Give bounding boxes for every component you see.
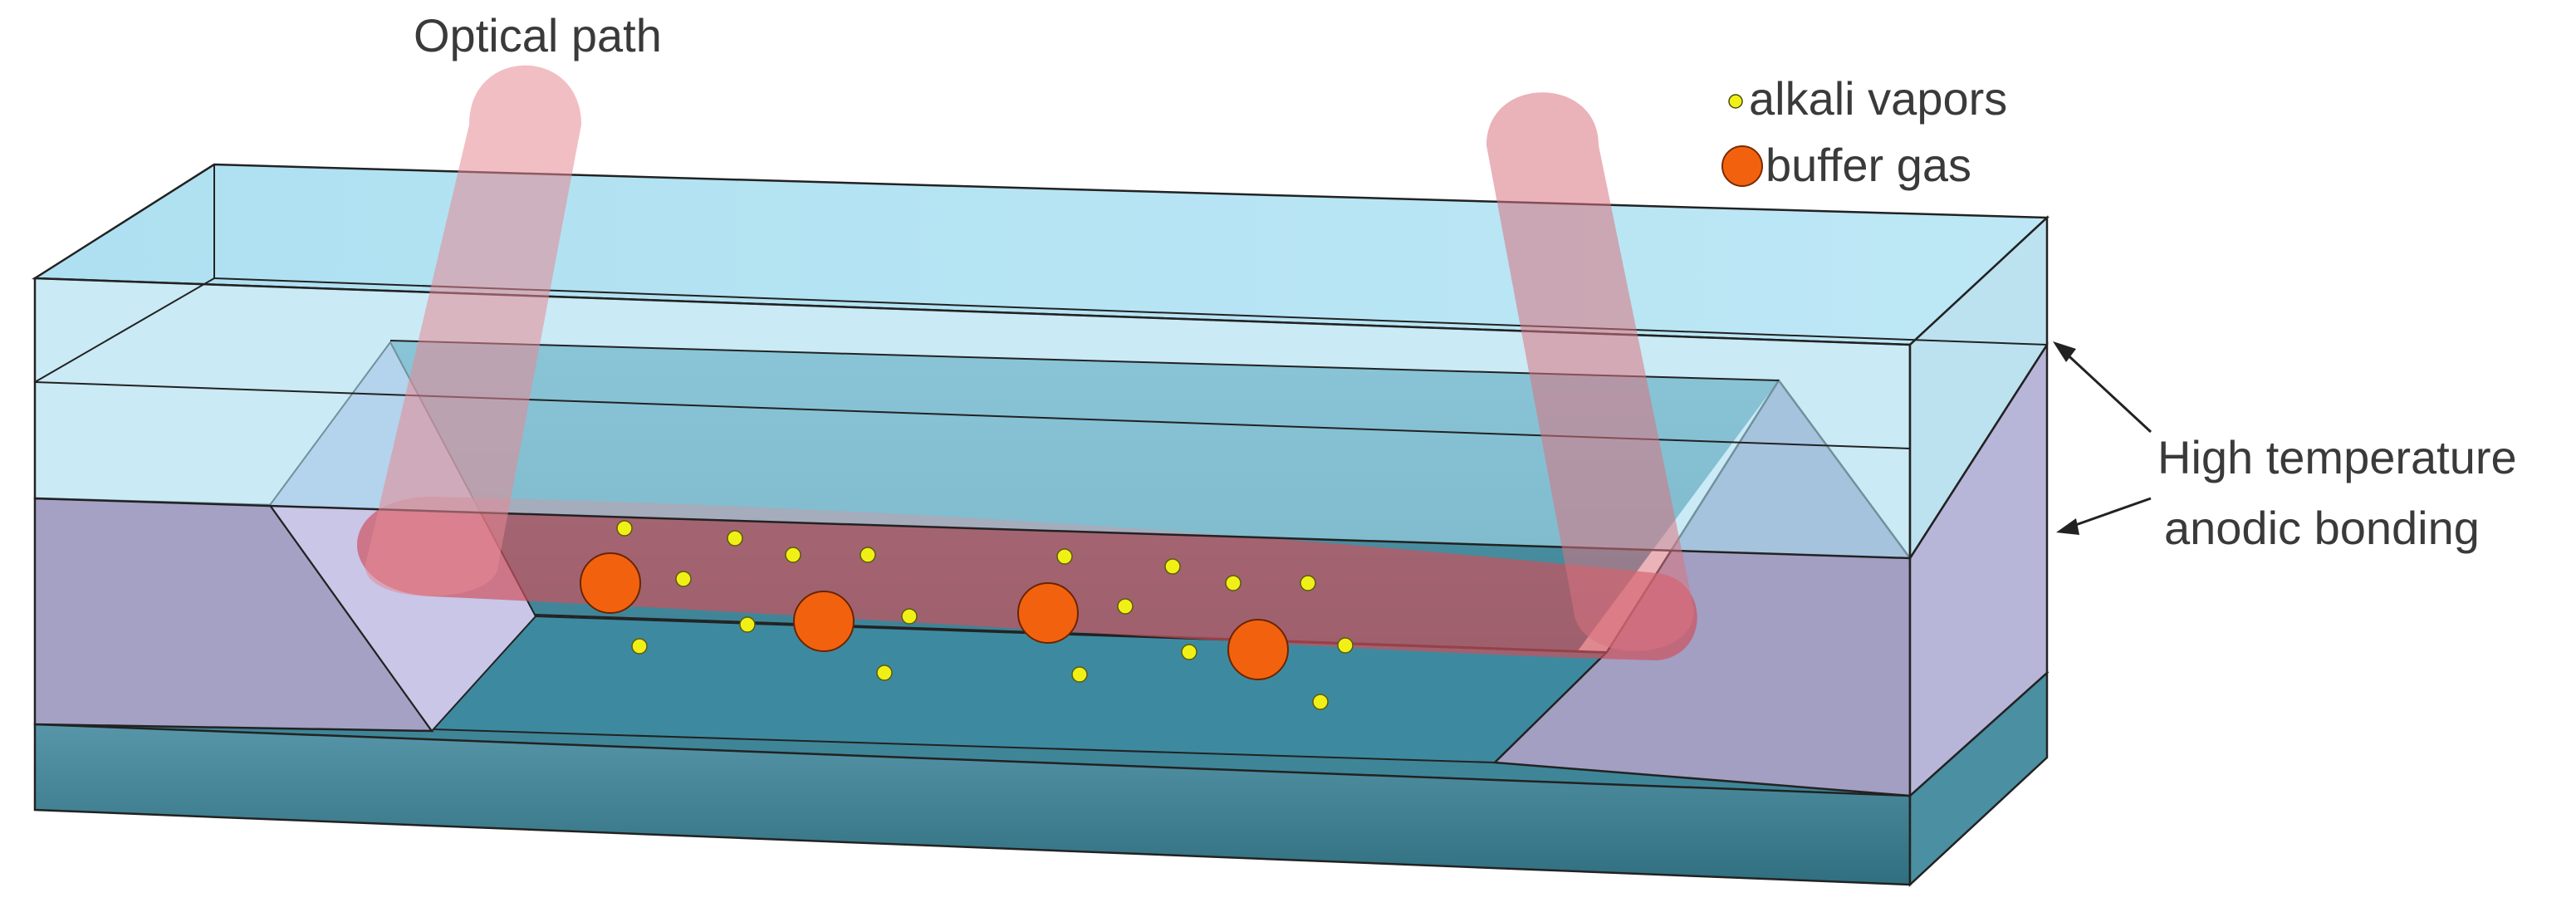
legend-alkali-swatch (1728, 94, 1743, 109)
buffer-gas-particle (580, 552, 641, 614)
alkali-particle (876, 665, 893, 681)
buffer-gas-particle (1227, 619, 1289, 680)
alkali-particle (785, 547, 801, 563)
high-temperature-label: High temperature (2157, 431, 2517, 483)
buffer-gas-particle (1017, 582, 1079, 644)
bonding-arrow-upper (2059, 347, 2152, 434)
alkali-particle (1181, 644, 1197, 660)
alkali-particle (901, 608, 918, 625)
optical-beam-horizontal (357, 497, 1697, 660)
optical-path-label: Optical path (414, 9, 662, 61)
buffer-gas-particle (793, 591, 855, 652)
bonding-arrowhead-upper (2053, 341, 2076, 362)
alkali-particle (1300, 575, 1316, 591)
alkali-particle (1071, 666, 1088, 683)
alkali-particle (859, 547, 876, 563)
alkali-vapor-particles (616, 520, 1354, 710)
alkali-particle (1164, 558, 1181, 575)
buffer-gas-particles (580, 552, 1289, 680)
optical-beam-path (357, 497, 1697, 660)
alkali-particle (1312, 694, 1329, 710)
bonding-arrow-lower (2065, 497, 2152, 530)
alkali-particle (631, 638, 648, 655)
alkali-particle (1225, 575, 1241, 591)
alkali-particle (675, 571, 692, 587)
top-glass-wafer (31, 163, 2050, 562)
alkali-particle (616, 520, 633, 537)
alkali-particle (1337, 637, 1354, 654)
top-glass-inner-edge-bl (34, 277, 215, 383)
legend-buffer-label: buffer gas (1765, 139, 1971, 191)
optical-beam-columns (365, 65, 1694, 651)
alkali-particle (1117, 598, 1134, 615)
anodic-bonding-label: anodic bonding (2164, 502, 2480, 554)
optical-beam-right-column (1486, 92, 1694, 651)
alkali-particle (739, 616, 756, 633)
bonding-annotation: High temperature anodic bonding (2053, 341, 2517, 554)
bonding-arrowhead-lower (2056, 518, 2079, 535)
legend: alkali vapors buffer gas (1721, 72, 2007, 191)
legend-buffer-swatch (1721, 145, 1763, 187)
alkali-particle (727, 530, 743, 547)
legend-alkali-label: alkali vapors (1749, 72, 2007, 125)
optical-beam-left-column (365, 65, 581, 596)
alkali-particle (1056, 548, 1073, 565)
